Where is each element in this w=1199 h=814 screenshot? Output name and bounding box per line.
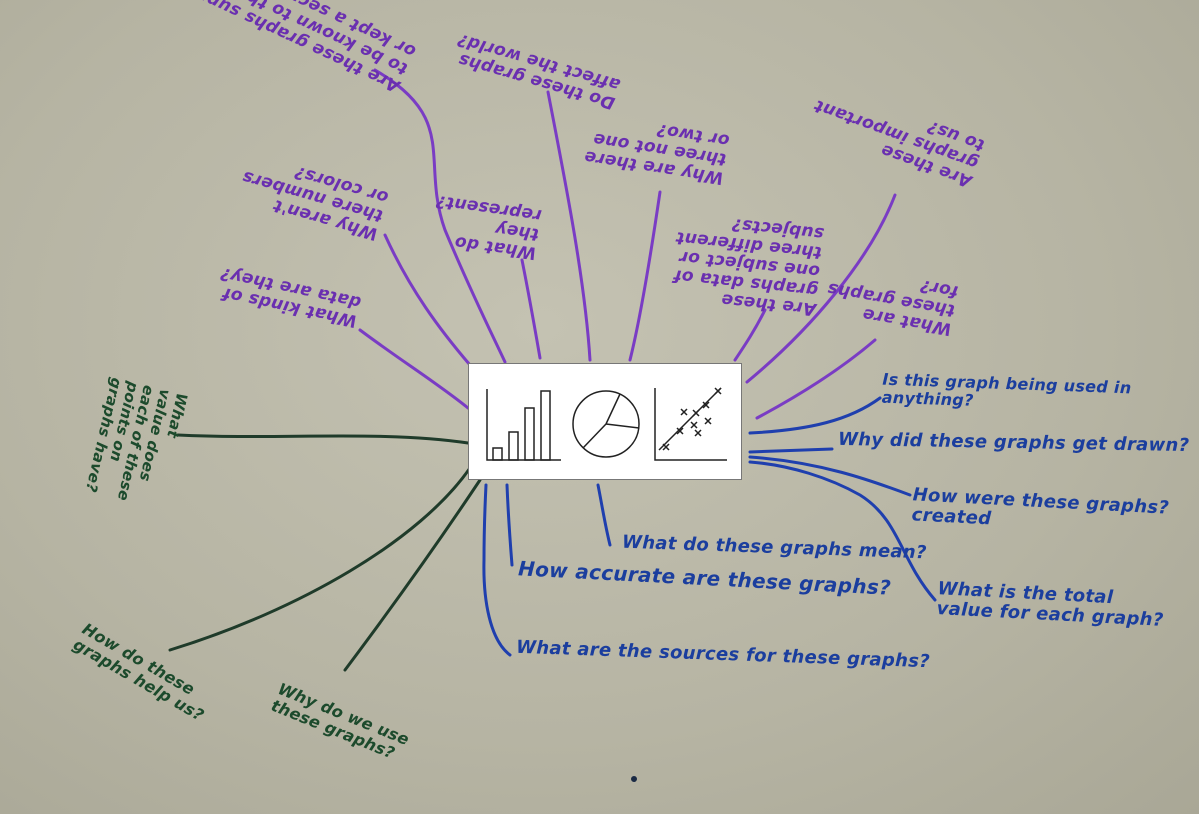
purple-line-data-kinds [358,328,470,410]
purple-line-for [755,338,877,420]
scatter-plot-icon [654,387,727,461]
green-line-use [343,478,482,672]
blue-line-sources [482,483,512,657]
purple-line-three [628,190,662,362]
blue-line-total [748,460,937,602]
bar-chart-icon [486,389,561,461]
note-subjects: Are these graphs data of one subject or … [672,213,825,319]
purple-line-represent [520,258,542,360]
green-line-help [168,466,472,652]
pie-chart-icon [572,390,640,458]
ink-dot [631,776,637,782]
blue-line-accurate [505,483,514,567]
blue-line-used [748,396,882,435]
blue-line-created [748,455,912,497]
purple-line-important [745,193,897,384]
purple-line-secret [373,68,507,364]
blue-line-drawn [748,447,834,454]
purple-line-subjects [733,308,767,362]
purple-line-numbers-colors [383,233,472,367]
central-graphs-card [468,363,742,480]
green-line-value [176,433,470,445]
blue-line-mean [596,483,612,547]
purple-line-affect-world [546,90,592,362]
